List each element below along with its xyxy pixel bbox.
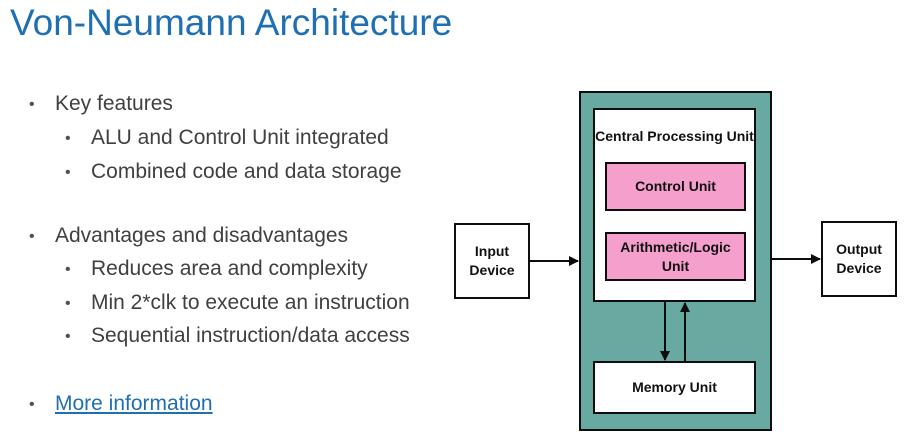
output-device-box: Output Device: [821, 221, 897, 297]
alu-box: Arithmetic/Logic Unit: [605, 232, 746, 281]
slide-title: Von-Neumann Architecture: [10, 2, 453, 43]
bullet-dot: •: [29, 228, 35, 245]
bullet-dot: •: [29, 96, 35, 113]
alu-label: Arithmetic/Logic Unit: [620, 238, 731, 274]
input-device-box: Input Device: [454, 223, 530, 299]
control-unit-box: Control Unit: [605, 162, 746, 211]
bullet-combined-storage: • Combined code and data storage: [65, 160, 402, 183]
bullet-adv-disadv: • Advantages and disadvantages: [29, 224, 349, 247]
input-device-label: Input Device: [469, 243, 515, 278]
bullet-reduces-area: • Reduces area and complexity: [65, 257, 368, 280]
bullet-dot: •: [29, 396, 35, 413]
bullet-key-features: • Key features: [29, 92, 173, 115]
bullet-more-info: • More information: [29, 392, 213, 416]
bullet-dot: •: [65, 295, 71, 312]
bullet-dot: •: [65, 164, 71, 181]
output-device-label: Output Device: [836, 241, 882, 276]
bullet-dot: •: [65, 130, 71, 147]
memory-unit-label: Memory Unit: [632, 379, 717, 395]
control-unit-label: Control Unit: [635, 178, 716, 194]
cpu-label: Central Processing Unit: [595, 128, 754, 144]
memory-unit-box: Memory Unit: [593, 361, 756, 414]
bullet-dot: •: [65, 261, 71, 278]
bullet-sequential: • Sequential instruction/data access: [65, 324, 410, 347]
bullet-dot: •: [65, 328, 71, 345]
more-information-link[interactable]: More information: [55, 392, 213, 415]
bullet-min-clk: • Min 2*clk to execute an instruction: [65, 291, 410, 314]
bullet-alu-control: • ALU and Control Unit integrated: [65, 126, 389, 149]
